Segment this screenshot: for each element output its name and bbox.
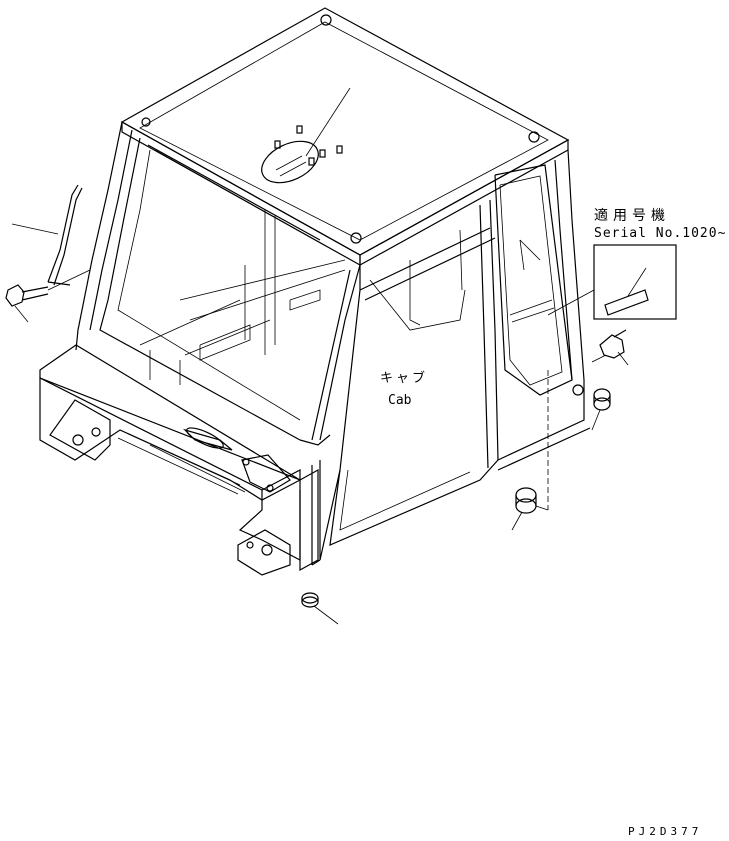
left-front-frame xyxy=(75,121,361,446)
serial-number-range: Serial No.1020~ xyxy=(594,226,727,241)
cab-label-jp: キャブ xyxy=(380,371,429,386)
right-fitting-upper xyxy=(591,329,629,366)
cab-label-en: Cab xyxy=(388,393,412,408)
interior-frame xyxy=(139,210,346,385)
bottom-cap xyxy=(301,592,339,625)
right-front-pillar xyxy=(311,460,321,566)
left-bolt xyxy=(5,269,91,323)
center-bushing xyxy=(511,487,549,531)
left-grab-handle xyxy=(11,184,83,286)
applicable-serial-heading: 適用号機 xyxy=(594,208,670,224)
cab-roof xyxy=(120,7,570,267)
right-bushing xyxy=(591,388,611,431)
serial-label-box xyxy=(547,244,677,320)
drawing-code: PJ2D377 xyxy=(628,825,703,838)
front-dash-panel xyxy=(39,344,319,576)
cab-door xyxy=(319,149,591,561)
